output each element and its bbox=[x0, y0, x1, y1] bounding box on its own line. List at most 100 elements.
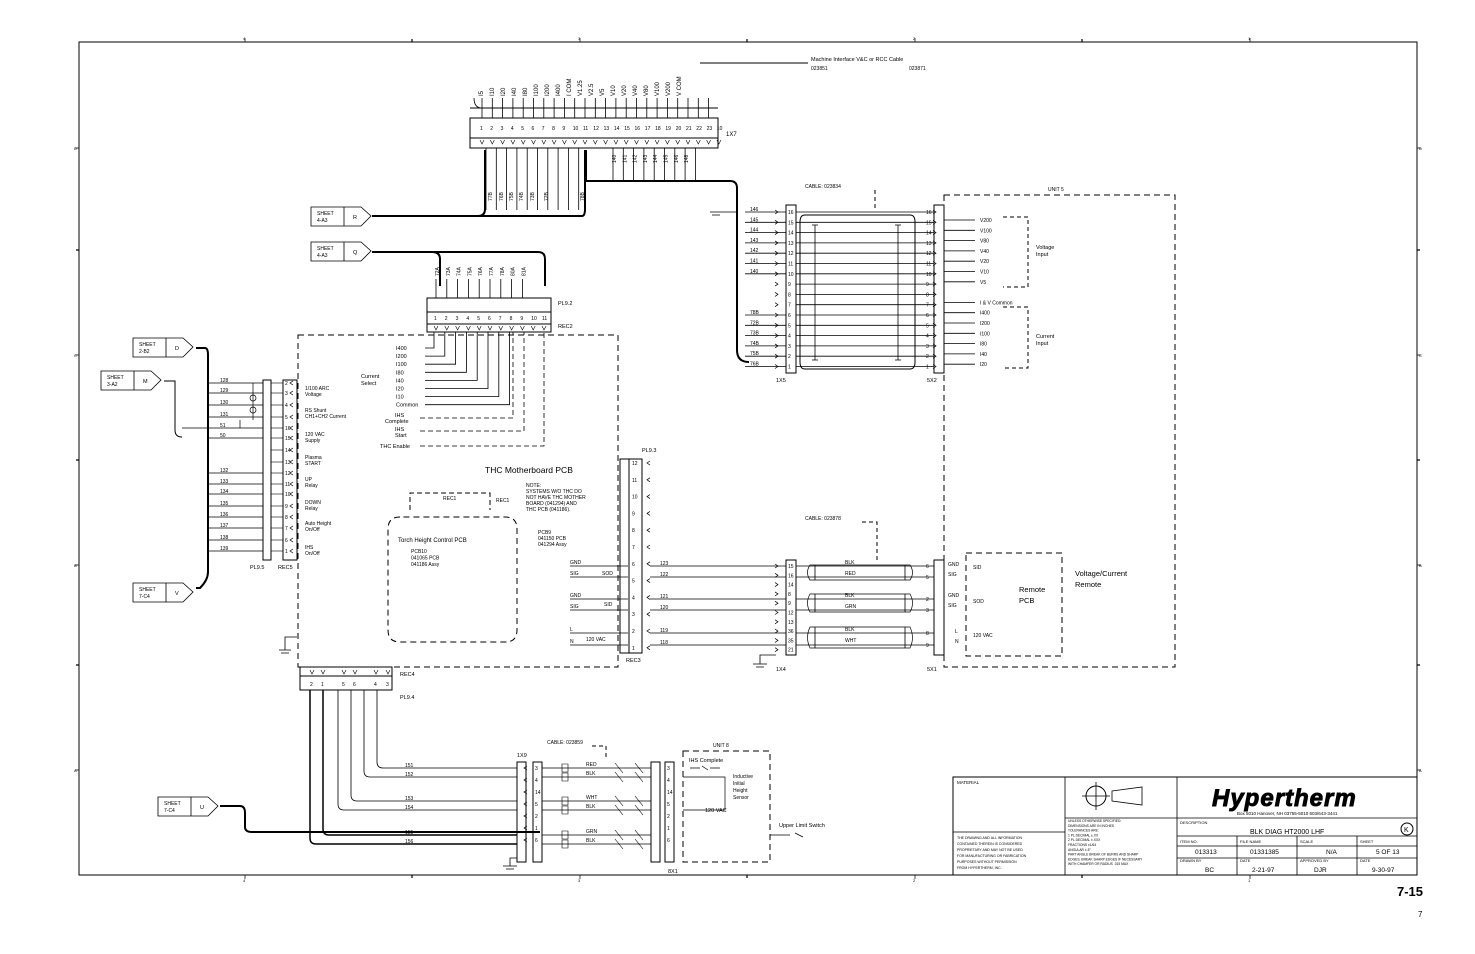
rec4-label: REC4 bbox=[400, 672, 415, 678]
remote-wire-color: GRN bbox=[845, 604, 857, 610]
unit5-right-pin: 9 bbox=[926, 282, 929, 288]
left-io-wire-label: 51 bbox=[220, 423, 226, 429]
remote-1x4-pin: 15 bbox=[788, 564, 794, 570]
pin-fork bbox=[510, 139, 516, 145]
unit5-wire-label: 145 bbox=[750, 217, 759, 223]
left-io-wire-label: 130 bbox=[220, 400, 229, 406]
current-input-1: Current bbox=[1036, 334, 1055, 340]
sheet-tag-line2: 4-A3 bbox=[317, 218, 328, 224]
pin-number: 19 bbox=[665, 126, 671, 132]
zone-label-bottom: 1 bbox=[1248, 878, 1251, 883]
unit5-wire-label: 143 bbox=[750, 238, 759, 244]
top-signal-label: I40 bbox=[512, 87, 518, 96]
pl92-fork bbox=[520, 325, 525, 331]
connector-1x9 bbox=[516, 761, 527, 863]
pl92-header bbox=[426, 297, 552, 313]
left-io-wire-label: 134 bbox=[220, 489, 229, 495]
unit5-signal: V5 bbox=[980, 280, 986, 286]
pl92-pin: 5 bbox=[477, 316, 480, 322]
unit5-left-pin: 14 bbox=[788, 231, 794, 237]
scale-value: N/A bbox=[1326, 849, 1338, 856]
unit5-right-pin: 12 bbox=[926, 251, 932, 257]
remote-resistor bbox=[814, 627, 906, 648]
top-signal-label: I20 bbox=[501, 87, 507, 96]
bottom-1x9-pin: 5 bbox=[535, 802, 538, 808]
pin-number: 13 bbox=[604, 126, 610, 132]
rec4-fork bbox=[320, 669, 326, 675]
pin-fork bbox=[593, 139, 598, 145]
left-io-pin: 9 bbox=[285, 504, 288, 510]
bottom-wire bbox=[350, 690, 517, 802]
unit5-right-pin: 4 bbox=[926, 334, 929, 340]
pcb9-line: 041150 PCB bbox=[538, 536, 567, 542]
top-wires bbox=[473, 97, 709, 210]
pl92-wire-label: 75A bbox=[467, 266, 473, 276]
file-label: FILE NAME bbox=[1240, 839, 1261, 844]
unit5-bus bbox=[585, 150, 750, 363]
remote-left-signal: 120 VAC bbox=[586, 637, 606, 643]
current-select-signal: I80 bbox=[396, 370, 404, 376]
unit5-wire-label: 72B bbox=[750, 320, 760, 326]
unit5-arrow bbox=[932, 302, 937, 307]
unit5-left-pin: 9 bbox=[788, 282, 791, 288]
bottom-switch bbox=[614, 762, 644, 774]
left-wire-label: 74B bbox=[519, 191, 525, 201]
current-select-signal: I200 bbox=[396, 354, 407, 360]
mid-wire-label: 148 bbox=[684, 154, 690, 163]
remote-twist-pair bbox=[807, 564, 913, 581]
unit5-arrow bbox=[774, 281, 779, 287]
pl93-pin: 6 bbox=[632, 562, 635, 568]
bus-d bbox=[196, 347, 209, 589]
proprietary-line: PURPOSES WITHOUT PERMISSION bbox=[957, 860, 1017, 864]
top-signal-label: I200 bbox=[545, 84, 551, 96]
remote-right-signal: GND bbox=[948, 593, 960, 599]
unit5-right-pin: 2 bbox=[926, 354, 929, 360]
unit5-wire-label: 74B bbox=[750, 341, 760, 347]
pl92-wire-label: 77A bbox=[489, 266, 495, 276]
remote-twist-pair bbox=[807, 593, 913, 613]
unit5-right-pin: 15 bbox=[926, 220, 932, 226]
top-bus-line bbox=[473, 97, 483, 109]
left-io-arrow bbox=[289, 537, 294, 543]
remote-1x4-pin: 9 bbox=[788, 601, 791, 607]
remote-wire-label: 123 bbox=[660, 561, 669, 567]
unit5-cable: CABLE: 023834 bbox=[805, 184, 841, 190]
pl93-pin: 10 bbox=[632, 495, 638, 501]
pl92-pin: 6 bbox=[488, 316, 491, 322]
remote-left-signal: GND bbox=[570, 593, 582, 599]
unit5-arrow bbox=[932, 220, 937, 225]
bottom-switch bbox=[614, 771, 644, 783]
left-io-wire-label: 135 bbox=[220, 501, 229, 507]
pl93-pin: 2 bbox=[632, 629, 635, 635]
bottom-resistor bbox=[561, 772, 569, 782]
pin-fork bbox=[654, 139, 660, 145]
left-io-wire-label: 136 bbox=[220, 512, 229, 518]
pl92-fork bbox=[509, 325, 514, 331]
remote-right-signal: SIG bbox=[948, 603, 957, 609]
remote-cable-dash bbox=[862, 521, 878, 560]
material-label: MATERIAL bbox=[957, 780, 980, 785]
unit5-right-pin: 3 bbox=[926, 344, 929, 350]
note-line: NOTE: bbox=[526, 483, 541, 489]
tolerance-line: WITH CHAMFER OR RADIUS .015 MAX bbox=[1068, 862, 1129, 866]
left-io-arrow bbox=[289, 503, 294, 509]
sheet-tag-outline bbox=[132, 582, 194, 603]
remote-left-signal: SOD bbox=[602, 571, 613, 577]
top-signal-label: I100 bbox=[534, 84, 540, 96]
current-select-signal: I20 bbox=[396, 387, 404, 393]
pin-number: 21 bbox=[686, 126, 692, 132]
sheet-tag-line1: SHEET bbox=[164, 801, 181, 807]
zone-label-bottom: 2 bbox=[913, 878, 916, 883]
unit5-left-pin: 4 bbox=[788, 334, 791, 340]
unit5-arrow bbox=[932, 240, 937, 246]
top-signal-label: V10 bbox=[611, 85, 617, 96]
rec4-pin: 5 bbox=[342, 682, 345, 688]
unit5-signal: V100 bbox=[980, 228, 992, 234]
unit5-right-pin: 11 bbox=[926, 262, 931, 268]
ihs-start-2: Start bbox=[395, 433, 407, 439]
unit5-signal: I & V Common bbox=[980, 300, 1013, 306]
